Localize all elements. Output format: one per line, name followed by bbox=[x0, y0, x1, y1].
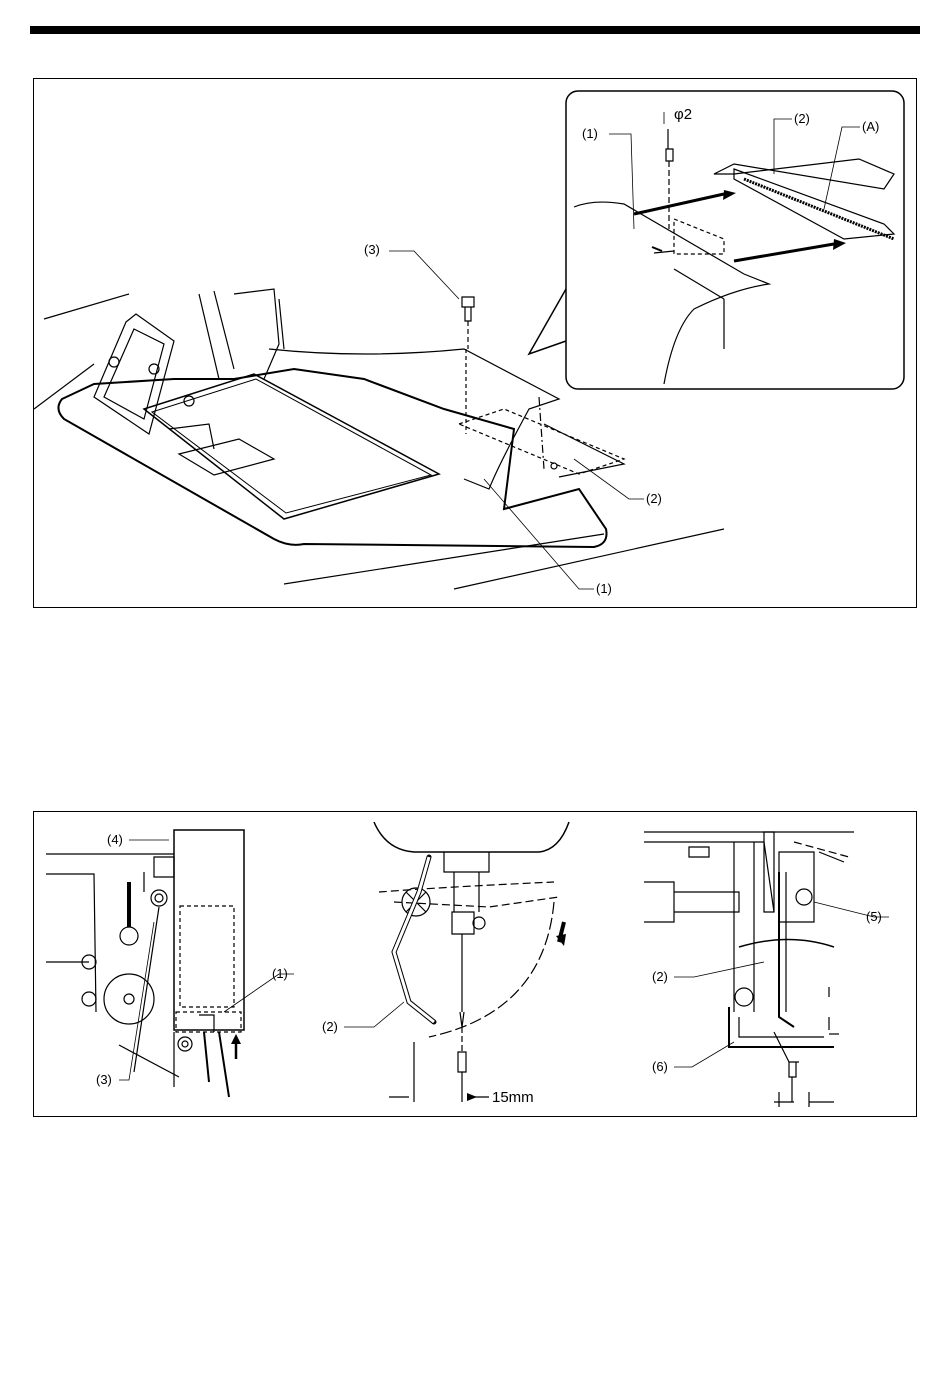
callout-2-inset: (2) bbox=[794, 111, 810, 126]
callout-2-middle: (2) bbox=[322, 1019, 338, 1034]
callout-A: (A) bbox=[862, 119, 879, 134]
callout-1: (1) bbox=[596, 581, 612, 596]
callout-3: (3) bbox=[364, 242, 380, 257]
callout-6: (6) bbox=[652, 1059, 668, 1074]
diameter-label: φ2 bbox=[674, 106, 692, 123]
callout-2: (2) bbox=[646, 491, 662, 506]
callout-4: (4) bbox=[107, 832, 123, 847]
plate-installation-drawing: (1) φ2 (2) (A) (3) (2) (1) bbox=[34, 79, 916, 607]
adjustment-views-drawing: (4) (1) (3) (2) 15mm (5) (2) (6) bbox=[34, 812, 916, 1116]
figure-plate-installation: (1) φ2 (2) (A) (3) (2) (1) bbox=[33, 78, 917, 608]
callout-1-bottom: (1) bbox=[272, 966, 288, 981]
callout-1-inset: (1) bbox=[582, 126, 598, 141]
callout-2-right: (2) bbox=[652, 969, 668, 984]
callout-3-bottom: (3) bbox=[96, 1072, 112, 1087]
header-rule bbox=[30, 26, 920, 34]
callout-5: (5) bbox=[866, 909, 882, 924]
dimension-15mm: 15mm bbox=[492, 1089, 534, 1106]
figure-adjustment-views: (4) (1) (3) (2) 15mm (5) (2) (6) bbox=[33, 811, 917, 1117]
